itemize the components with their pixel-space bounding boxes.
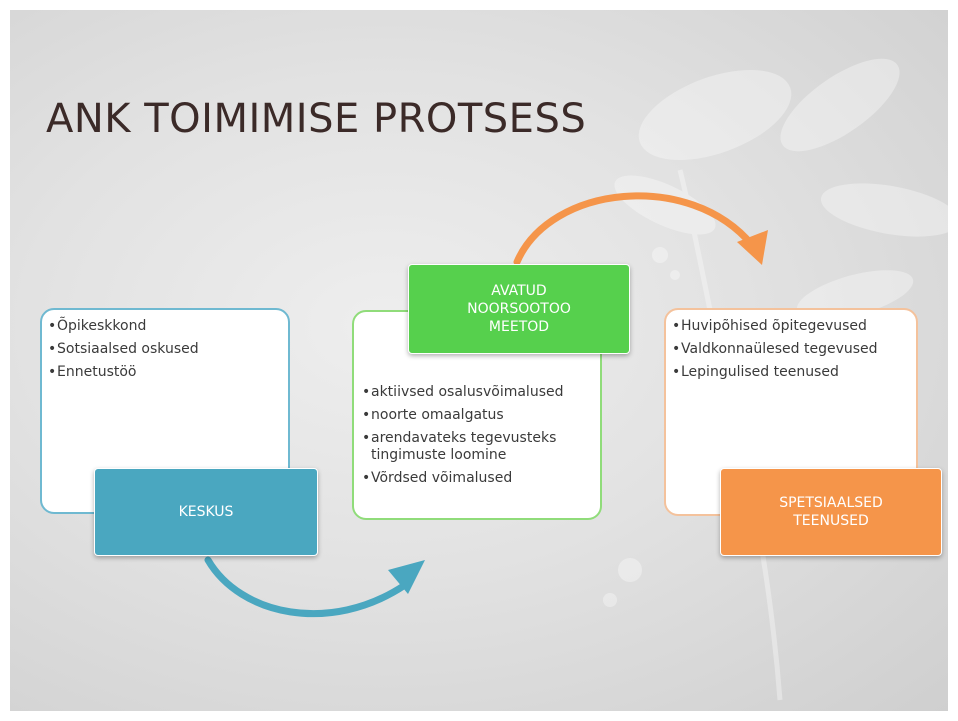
- list-item: Valdkonnaülesed tegevused: [672, 341, 910, 358]
- spetsiaalsed-teenused-label: SPETSIAALSED TEENUSED: [720, 468, 942, 556]
- list-item: Õpikeskkond: [48, 318, 282, 335]
- top-arrow-head: [737, 230, 768, 265]
- keskus-list: Õpikeskkond Sotsiaalsed oskused Ennetust…: [48, 318, 282, 381]
- list-item: Huvipõhised õpitegevused: [672, 318, 910, 335]
- list-item: Ennetustöö: [48, 364, 282, 381]
- top-curved-arrow: [513, 192, 756, 266]
- bottom-curved-arrow: [204, 556, 409, 618]
- avatud-noorsootoo-meetod-label: AVATUD NOORSOOTOO MEETOD: [408, 264, 630, 354]
- spetsiaalsed-list: Huvipõhised õpitegevused Valdkonnaülesed…: [672, 318, 910, 381]
- list-item: Võrdsed võimalused: [362, 470, 592, 487]
- avatud-list: aktiivsed osalusvõimalused noorte omaalg…: [362, 384, 592, 487]
- bottom-arrow-head: [388, 560, 425, 594]
- list-item: arendavateks tegevusteks tingimuste loom…: [362, 430, 592, 464]
- label-line: SPETSIAALSED: [779, 495, 883, 511]
- list-item: Sotsiaalsed oskused: [48, 341, 282, 358]
- label-line: AVATUD: [491, 283, 547, 299]
- list-item: Lepingulised teenused: [672, 364, 910, 381]
- label-line: TEENUSED: [793, 513, 869, 529]
- label-line: MEETOD: [488, 319, 550, 335]
- list-item: aktiivsed osalusvõimalused: [362, 384, 592, 401]
- label-line: NOORSOOTOO: [467, 301, 571, 317]
- keskus-label-text: KESKUS: [178, 504, 234, 520]
- list-item: noorte omaalgatus: [362, 407, 592, 424]
- slide-title: ANK TOIMIMISE PROTSESS: [46, 96, 587, 142]
- keskus-label: KESKUS: [94, 468, 318, 556]
- slide: ANK TOIMIMISE PROTSESS Õpikeskkond Sotsi…: [10, 10, 948, 711]
